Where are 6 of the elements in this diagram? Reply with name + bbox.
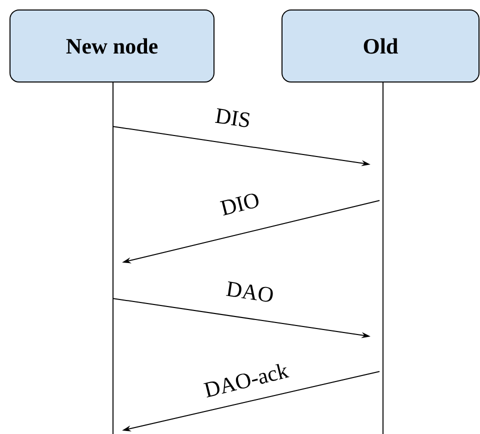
participant-box: Old [282, 10, 480, 82]
message-label: DAO-ack [203, 364, 290, 398]
message-label: DIS [215, 108, 250, 128]
message-label: DAO [226, 281, 273, 302]
participant-box: New node [10, 10, 214, 82]
message-label: DIO [220, 194, 258, 216]
